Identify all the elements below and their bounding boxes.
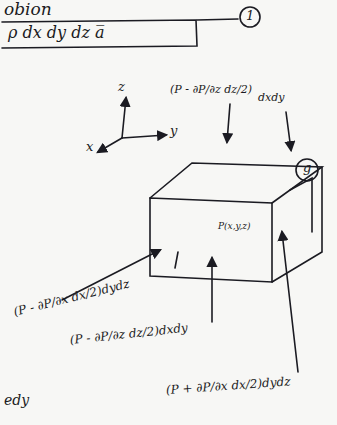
- callout-number: 1: [246, 9, 254, 23]
- axis-label: z: [118, 80, 125, 94]
- text-fragment: edy: [4, 393, 29, 408]
- force-label: (P + ∂P/∂x dx/2)dydz: [166, 375, 291, 397]
- point-label: P(x,y,z): [218, 222, 251, 232]
- force-label: (P - ∂P/∂x dx/2)dydz: [12, 277, 130, 319]
- force-label: dxdy: [258, 92, 285, 104]
- heading-fragment: obion: [4, 0, 52, 19]
- axis-label: x: [86, 140, 93, 154]
- force-label: (P - ∂P/∂z dz/2): [170, 84, 252, 96]
- axis-label: y: [170, 124, 177, 138]
- force-label: (P - ∂P/∂z dz/2)dxdy: [69, 322, 188, 347]
- equation-box: ρ dx dy dz a̅: [8, 23, 105, 42]
- equation-text: ρ dx dy dz a̅: [8, 23, 105, 42]
- gravity-symbol: g: [303, 161, 311, 175]
